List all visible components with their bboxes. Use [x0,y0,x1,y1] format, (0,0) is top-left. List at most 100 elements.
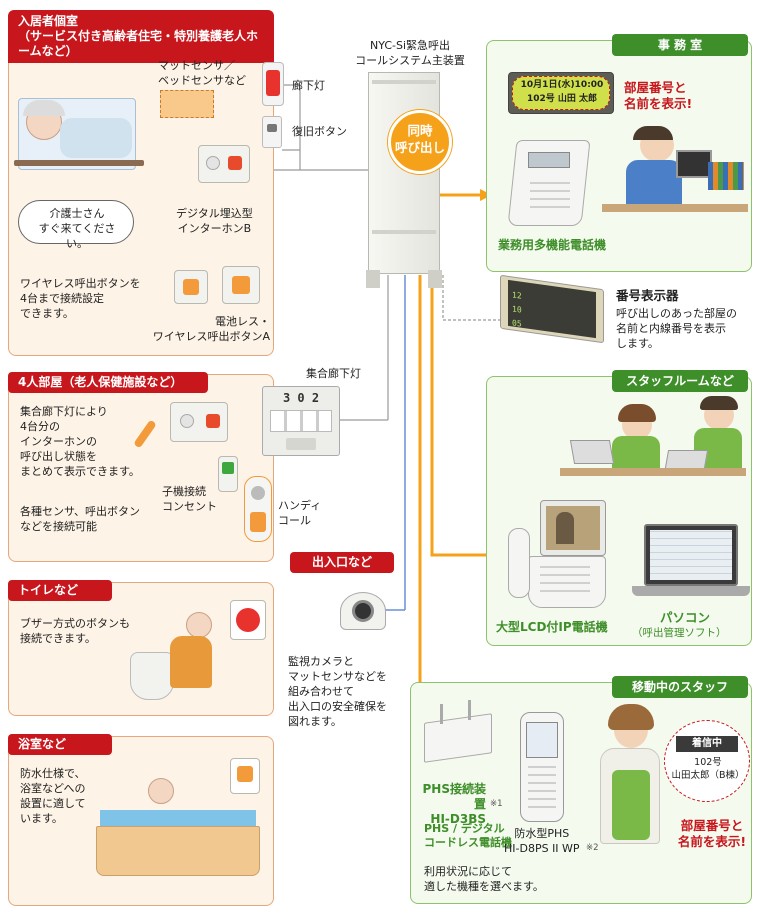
staff-person-1-hair [618,404,656,422]
number-display-row: 12 [512,290,522,301]
corridor-light-lamp [266,70,280,96]
incoming-caller: 102号 山田太郎（B棟） [671,757,745,781]
bath-desc: 防水仕様で、 浴室などへの 設置に適して います。 [20,767,86,825]
nurse-hair [608,704,654,730]
phs-handset-keypad [528,766,556,814]
office-note: 部屋番号と 名前を表示! [624,80,693,111]
entrance-title: 出入口など [290,552,394,573]
pc-keyboard [632,586,750,596]
phs-handset-screen [526,722,558,758]
office-worker-hair [633,126,673,140]
corridor-group-light-lamps [270,410,332,432]
bath-call-button[interactable] [237,766,253,782]
speech-bubble [18,200,134,244]
main-unit-vent [372,80,436,84]
bed-frame [14,160,144,166]
reset-button[interactable] [267,124,277,132]
number-display-row: 05 [512,318,522,329]
lcd-screen [512,76,610,110]
incoming-status: 着信中 [676,736,738,752]
mat-sensor-label: マットセンサ／ ベッドセンサなど [158,59,246,87]
simultaneous-call-badge [388,110,452,174]
blanket [60,118,132,158]
entrance-desc: 監視カメラと マットセンサなどを 組み合わせて 出入口の安全確保を 図れます。 [288,655,387,728]
choose-note: 利用状況に応じて 適した機種を選べます。 [424,865,544,893]
number-display-desc: 呼び出しのあった部屋の 名前と内線番号を表示 します。 [616,307,737,350]
corridor-light-label: 廊下灯 [292,79,325,92]
main-unit-foot [366,270,380,288]
office-phone-keypad [530,176,570,214]
phs-screen-callout [664,720,750,802]
main-unit-vent [372,230,436,234]
lcd-line2: 102号 山田 太郎 [526,94,598,104]
resident-hair [23,100,65,116]
corridor-group-reset[interactable] [286,438,316,450]
staff-desk [560,468,746,476]
intercom-call-button[interactable] [228,156,242,170]
wireless-button-a-label: 電池レス・ ワイヤレス呼出ボタンA [152,315,270,343]
office-worker-body [626,160,682,206]
toilet-illustration [130,652,174,700]
ip-phone-video-person [556,512,574,544]
intercom-speaker [206,156,220,170]
staff-person-1-body [612,436,660,470]
four-bed-room-title: 4人部屋（老人保健施設など） [8,372,208,393]
wireless-note: ワイヤレス呼出ボタンを 4台まで接続設定 できます。 [20,277,141,320]
camera-lens-icon [352,600,374,622]
number-display-title: 番号表示器 [616,288,679,303]
simultaneous-call-text: 同時 呼び出し [394,123,445,155]
lcd-line1: 10月1日(水)10:00 [520,80,604,90]
office-phone-label: 業務用多機能電話機 [498,238,607,252]
reset-button-label: 復旧ボタン [292,125,347,138]
main-unit-title: NYC-Si緊急呼出 コールシステム主装置 [355,39,465,67]
office-title: 事 務 室 [612,34,748,56]
child-outlet-label: 子機接続 コンセント [162,485,217,513]
four-bed-intercom-speaker [180,414,194,428]
bathtub [96,826,260,876]
office-phone-screen [528,152,570,168]
phs-antenna [468,700,471,720]
bath-person-face [148,778,174,804]
bath-water [100,810,256,830]
buzzer-button[interactable] [236,608,260,632]
mobile-note: 部屋番号と 名前を表示! [677,818,747,849]
handy-call-button[interactable] [250,512,266,532]
wireless-button-a-2-press[interactable] [232,276,250,294]
room-number: 3 0 2 [282,391,320,405]
main-unit [368,72,440,274]
speech-text: 介護士さん すぐ来てください。 [38,207,116,250]
pc-screen [650,530,732,580]
toilet-person-face [186,612,212,638]
phs-model-note: ※2 [586,843,599,853]
toilet-desc: ブザー方式のボタンも 接続できます。 [20,617,130,645]
main-unit-foot [428,270,442,288]
bath-title: 浴室など [8,734,112,755]
phs-model-label: 防水型PHS HI-D8PS II WP [504,827,580,855]
number-display-row: 10 [512,304,522,315]
staff-person-2-hair [700,396,738,410]
four-bed-intercom-button[interactable] [206,414,220,428]
ip-phone-handset [508,528,530,598]
phs-cordless-label: PHS / デジタル コードレス電話機 [424,822,512,849]
mobile-staff-title: 移動中のスタッフ [612,676,748,698]
office-binders [708,162,744,190]
pc-sub-label: （呼出管理ソフト） [632,627,727,639]
ip-phone-label: 大型LCD付IP電話機 [496,620,608,634]
private-room-title: 入居者個室 （サービス付き高齢者住宅・特別養護老人ホームなど） [8,10,274,63]
phs-device-label: PHS接続装置 HI-D3BS [422,782,486,826]
toilet-title: トイレなど [8,580,112,601]
phs-antenna [440,704,443,724]
corridor-group-light-label: 集合廊下灯 [306,367,361,380]
phs-device-note: ※1 [490,799,503,809]
reset-button-device [262,116,282,148]
toilet-person-body [170,636,212,688]
pc-label: パソコン [660,610,711,625]
mat-sensor [160,90,214,118]
nurse-apron [612,770,650,840]
wireless-button-a-1-press[interactable] [183,279,199,295]
ip-phone-keypad [540,564,590,598]
handy-call-label: ハンディ コール [278,499,322,527]
office-desk [602,204,748,212]
handy-call-speaker [251,486,265,500]
child-outlet-indicator [222,462,234,474]
